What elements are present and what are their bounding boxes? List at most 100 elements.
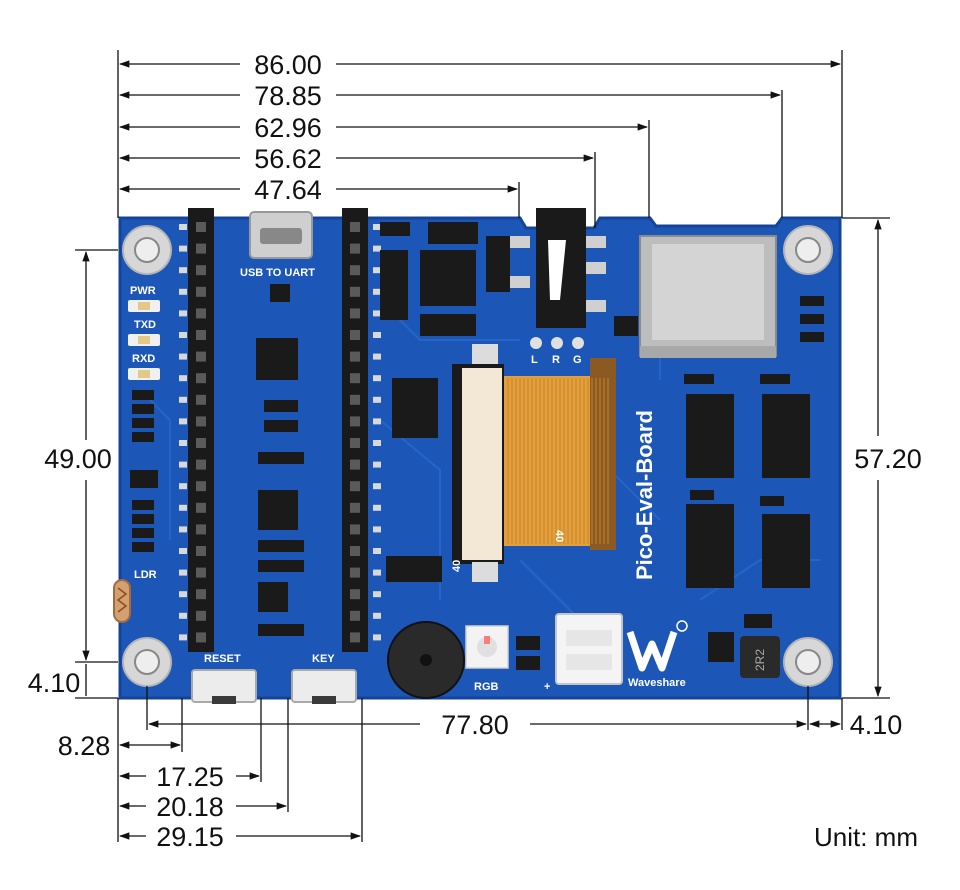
header-pin	[350, 394, 360, 405]
dim-left-offset: 4.10	[28, 668, 81, 698]
dimension-labels: 86.00 78.85 62.96 56.62 47.64 49.00 4.10…	[28, 50, 922, 852]
ribbon-pin-label: 40	[553, 530, 565, 542]
header-pin	[350, 459, 360, 470]
header-pins	[179, 222, 381, 643]
header-pad	[373, 267, 381, 274]
header-pin	[350, 308, 360, 319]
header-pin	[196, 632, 206, 643]
pico-header-left	[188, 208, 214, 652]
header-pad	[179, 548, 187, 554]
header-pin	[350, 481, 360, 492]
header-pin	[350, 632, 360, 643]
top-chips	[380, 222, 510, 336]
header-pin	[350, 351, 360, 362]
header-pad	[179, 375, 187, 382]
header-pad	[373, 396, 381, 403]
header-pad	[179, 396, 187, 403]
header-pad	[373, 224, 381, 230]
header-pin	[196, 567, 206, 578]
header-pad	[179, 288, 187, 295]
center-chips	[256, 284, 304, 636]
header-pin	[350, 524, 360, 535]
header-pin	[196, 308, 206, 319]
mounting-hole-top-right	[783, 225, 833, 275]
header-pin	[196, 243, 206, 254]
header-pad	[373, 310, 381, 317]
header-pin	[196, 589, 206, 600]
dim-right-offset: 4.10	[850, 710, 903, 740]
dimension-lines	[75, 50, 890, 842]
rgb-label: RGB	[474, 681, 499, 693]
header-pin	[350, 589, 360, 600]
header-pin	[196, 438, 206, 448]
dim-bottom-828: 8.28	[58, 731, 111, 761]
ldr-sensor	[113, 579, 131, 623]
dim-bottom-1725: 17.25	[156, 762, 224, 792]
sd-card-slot	[639, 235, 777, 358]
header-pad	[373, 526, 381, 533]
inductor-label: 2R2	[753, 649, 767, 671]
header-pad	[373, 353, 381, 360]
header-pad	[373, 461, 381, 468]
header-pad	[179, 591, 187, 598]
bottom-right-parts	[708, 614, 772, 662]
header-pin	[350, 286, 360, 297]
header-pad	[373, 548, 381, 554]
header-pin	[196, 481, 206, 492]
reset-button[interactable]	[191, 669, 257, 704]
inductor: 2R2	[740, 636, 780, 678]
header-pin	[350, 610, 360, 621]
fpc-connector	[452, 344, 504, 582]
header-pad	[179, 504, 187, 511]
header-pin	[196, 394, 206, 405]
header-pad	[373, 612, 381, 619]
header-pin	[196, 610, 206, 621]
header-pad	[179, 245, 187, 252]
header-pad	[179, 612, 187, 619]
right-chips	[614, 296, 824, 588]
audio-pads	[530, 337, 584, 349]
header-pad	[179, 440, 187, 446]
header-pin	[196, 373, 206, 384]
header-pin	[196, 286, 206, 297]
header-pin	[350, 222, 360, 232]
dim-right-height: 57.20	[854, 444, 922, 474]
audio-l-label: L	[531, 354, 538, 366]
mounting-hole-top-left	[122, 225, 172, 275]
ldr-label: LDR	[134, 569, 157, 581]
header-pad	[373, 504, 381, 511]
header-pin	[350, 567, 360, 578]
header-pad	[373, 245, 381, 252]
board-brand-text: Pico-Eval-Board	[632, 410, 657, 580]
buzzer	[387, 621, 465, 699]
pico-header-right	[342, 208, 368, 652]
fpc-side-chips	[386, 378, 442, 582]
key-button[interactable]	[291, 669, 357, 704]
header-pin	[350, 438, 360, 448]
pcb-board: PWR TXD RXD LDR	[113, 208, 842, 704]
header-pad	[373, 440, 381, 446]
header-pad	[179, 224, 187, 230]
dim-top-56: 56.62	[254, 144, 322, 174]
plus-label: +	[544, 681, 550, 693]
header-pin	[196, 222, 206, 232]
key-label: KEY	[312, 653, 335, 665]
header-pin	[350, 265, 360, 276]
dim-top-86: 86.00	[254, 50, 322, 80]
header-pin	[196, 330, 206, 340]
ribbon-cable	[504, 358, 616, 550]
status-leds: PWR TXD RXD	[128, 285, 160, 380]
rgb-side-parts	[516, 636, 540, 670]
fpc-pin-label: 40	[451, 560, 463, 572]
dim-left-height: 49.00	[44, 444, 112, 474]
usb-connector	[249, 211, 313, 259]
dim-top-78: 78.85	[254, 81, 322, 111]
header-pad	[179, 310, 187, 317]
header-pin	[196, 265, 206, 276]
rgb-led	[465, 625, 509, 669]
header-pad	[179, 461, 187, 468]
power-connector	[555, 613, 623, 685]
header-pin	[350, 416, 360, 427]
header-pin	[196, 502, 206, 513]
header-pad	[373, 418, 381, 425]
